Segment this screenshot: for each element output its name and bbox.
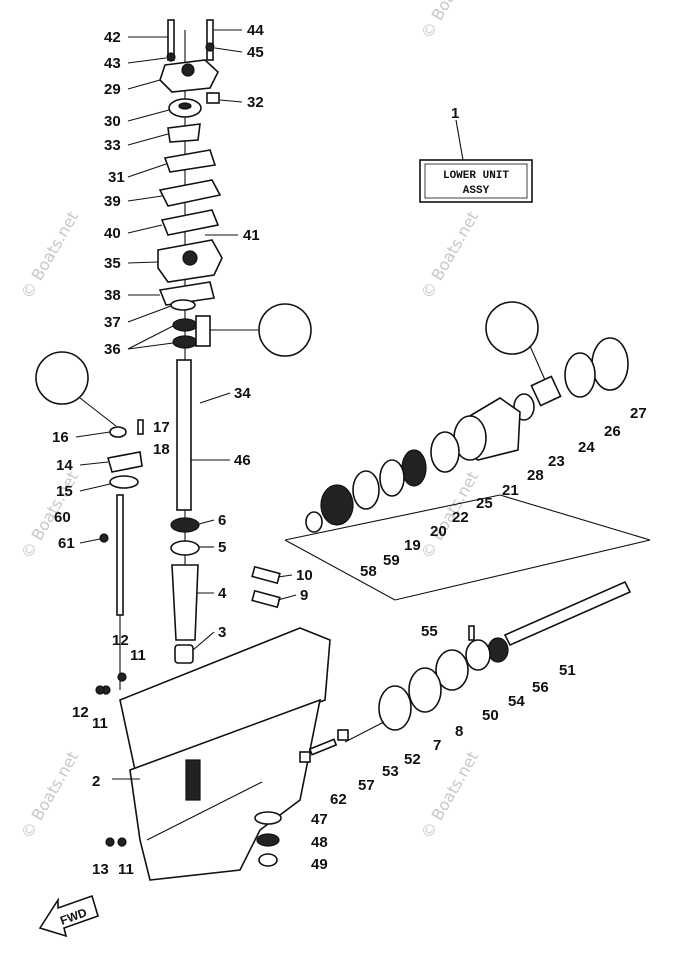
pump-stack bbox=[157, 19, 312, 664]
callout-34: 34 bbox=[234, 385, 251, 402]
callout-18: 18 bbox=[153, 441, 170, 458]
callout-7: 7 bbox=[433, 737, 441, 754]
callout-60: 60 bbox=[54, 509, 71, 526]
callout-43: 43 bbox=[104, 55, 121, 72]
callout-46: 46 bbox=[234, 452, 251, 469]
callout-16: 16 bbox=[52, 429, 69, 446]
callout-11b: 11 bbox=[92, 715, 108, 732]
shift-assembly bbox=[35, 351, 144, 690]
callout-51: 51 bbox=[559, 662, 576, 679]
callout-26: 26 bbox=[604, 423, 621, 440]
callout-32: 32 bbox=[247, 94, 264, 111]
callout-24: 24 bbox=[578, 439, 595, 456]
callout-5: 5 bbox=[218, 539, 226, 556]
callout-36: 36 bbox=[104, 341, 121, 358]
callout-44: 44 bbox=[247, 22, 264, 39]
fwd-arrow: FWD bbox=[38, 894, 99, 938]
callout-33: 33 bbox=[104, 137, 121, 154]
prop-shaft-assembly bbox=[284, 301, 651, 763]
lower-unit-assy-box[interactable]: 1 LOWER UNIT ASSY bbox=[419, 105, 533, 203]
callout-55: 55 bbox=[421, 623, 438, 640]
callout-45: 45 bbox=[247, 44, 264, 61]
callout-4: 4 bbox=[218, 585, 227, 602]
callout-22: 22 bbox=[452, 509, 469, 526]
callout-62: 62 bbox=[330, 791, 347, 808]
callout-17: 17 bbox=[153, 419, 170, 436]
callout-14: 14 bbox=[56, 457, 73, 474]
callout-29: 29 bbox=[104, 81, 121, 98]
callout-19: 19 bbox=[404, 537, 421, 554]
callout-6: 6 bbox=[218, 512, 226, 529]
watermark: © Boats.net bbox=[17, 748, 82, 842]
callout-10: 10 bbox=[296, 567, 313, 584]
callout-25: 25 bbox=[476, 495, 493, 512]
callout-57: 57 bbox=[358, 777, 375, 794]
callout-47: 47 bbox=[311, 811, 328, 828]
lower-case bbox=[95, 627, 331, 881]
callout-31: 31 bbox=[108, 169, 125, 186]
box-line2: ASSY bbox=[463, 185, 490, 197]
callout-12: 12 bbox=[112, 632, 129, 649]
callout-15: 15 bbox=[56, 483, 73, 500]
callout-11c: 11 bbox=[118, 861, 134, 878]
leader-lines bbox=[75, 29, 297, 780]
watermark: © Boats.net bbox=[417, 0, 482, 42]
callout-41: 41 bbox=[243, 227, 260, 244]
callout-58: 58 bbox=[360, 563, 377, 580]
callout-21: 21 bbox=[502, 482, 519, 499]
watermark: © Boats.net bbox=[417, 208, 482, 302]
callout-23: 23 bbox=[548, 453, 565, 470]
callout-61: 61 bbox=[58, 535, 75, 552]
callout-53: 53 bbox=[382, 763, 399, 780]
callout-39: 39 bbox=[104, 193, 121, 210]
callout-40: 40 bbox=[104, 225, 121, 242]
watermark: © Boats.net bbox=[417, 468, 482, 562]
callout-59: 59 bbox=[383, 552, 400, 569]
watermark: © Boats.net bbox=[17, 208, 82, 302]
callout-12b: 12 bbox=[72, 704, 89, 721]
box-line1: LOWER UNIT bbox=[443, 170, 509, 182]
callout-13: 13 bbox=[92, 861, 109, 878]
callout-49: 49 bbox=[311, 856, 328, 873]
callout-35: 35 bbox=[104, 255, 121, 272]
watermark: © Boats.net bbox=[417, 748, 482, 842]
callout-30: 30 bbox=[104, 113, 121, 130]
callout-42: 42 bbox=[104, 29, 121, 46]
callout-8: 8 bbox=[455, 723, 463, 740]
callout-11: 11 bbox=[130, 647, 146, 664]
callout-37: 37 bbox=[104, 314, 121, 331]
callouts: 42 44 43 45 29 32 30 33 31 39 40 41 35 3… bbox=[52, 22, 647, 878]
callout-56: 56 bbox=[532, 679, 549, 696]
callout-20: 20 bbox=[430, 523, 447, 540]
callout-28: 28 bbox=[527, 467, 544, 484]
callout-54: 54 bbox=[508, 693, 525, 710]
callout-52: 52 bbox=[404, 751, 421, 768]
callout-2: 2 bbox=[92, 773, 100, 790]
callout-27: 27 bbox=[630, 405, 647, 422]
callout-38: 38 bbox=[104, 287, 121, 304]
callout-48: 48 bbox=[311, 834, 328, 851]
callout-50: 50 bbox=[482, 707, 499, 724]
callout-9: 9 bbox=[300, 587, 308, 604]
callout-3: 3 bbox=[218, 624, 226, 641]
ref-label: 1 bbox=[451, 105, 459, 122]
